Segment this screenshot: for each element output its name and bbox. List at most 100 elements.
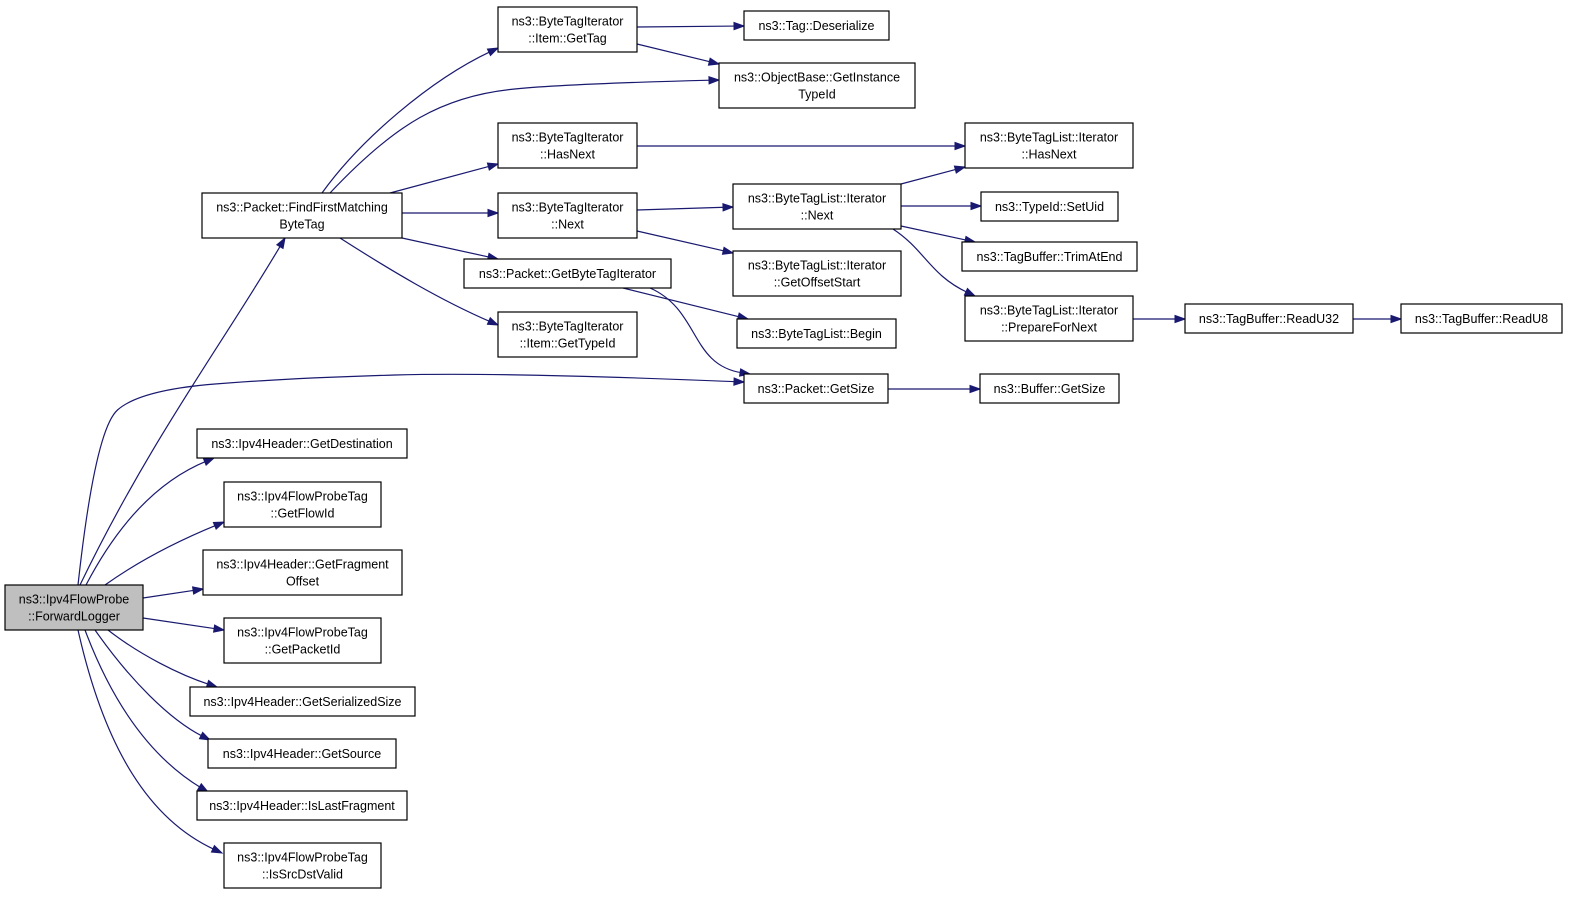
edge-root-to-pktGetSize xyxy=(77,373,746,586)
edge-line xyxy=(636,206,726,211)
node-box xyxy=(961,241,1138,272)
node-label-line: ns3::Ipv4FlowProbe xyxy=(19,593,130,607)
arrowhead-icon xyxy=(969,384,982,394)
node-root[interactable]: ns3::Ipv4FlowProbe::ForwardLogger xyxy=(4,584,144,631)
edge-line xyxy=(94,629,204,737)
node-box xyxy=(964,295,1134,342)
edge-findFirst-to-getBTI xyxy=(401,237,500,261)
node-label-line: ns3::ByteTagList::Iterator xyxy=(748,259,886,273)
edge-root-to-getPacketId xyxy=(142,617,226,633)
arrowhead-icon xyxy=(486,162,500,171)
node-trimAtEnd[interactable]: ns3::TagBuffer::TrimAtEnd xyxy=(961,241,1138,272)
edge-line xyxy=(892,228,969,294)
node-box xyxy=(964,122,1134,169)
edge-btlNext-to-setUid xyxy=(901,201,983,211)
edge-root-to-getFragOff xyxy=(142,586,205,599)
node-label-line: ::Next xyxy=(551,218,584,232)
node-label-line: ns3::Buffer::GetSize xyxy=(994,382,1106,396)
node-label-line: ns3::Ipv4FlowProbeTag xyxy=(237,626,368,640)
node-box xyxy=(196,428,408,459)
arrowhead-icon xyxy=(970,201,983,211)
node-getDest[interactable]: ns3::Ipv4Header::GetDestination xyxy=(196,428,408,459)
node-getSerSize[interactable]: ns3::Ipv4Header::GetSerializedSize xyxy=(189,686,416,717)
node-btiHasNext[interactable]: ns3::ByteTagIterator::HasNext xyxy=(497,122,638,169)
node-label-line: ns3::ByteTagIterator xyxy=(512,320,624,334)
node-label-line: ns3::Packet::FindFirstMatching xyxy=(216,201,388,215)
node-label-line: ns3::TagBuffer::TrimAtEnd xyxy=(977,250,1123,264)
node-btlHasNext[interactable]: ns3::ByteTagList::Iterator::HasNext xyxy=(964,122,1134,169)
edge-getBTI-to-btlBegin xyxy=(622,287,750,321)
node-readU8[interactable]: ns3::TagBuffer::ReadU8 xyxy=(1400,303,1563,334)
edge-line xyxy=(389,165,491,194)
call-graph-edges xyxy=(77,21,1403,854)
node-box xyxy=(718,62,916,109)
arrowhead-icon xyxy=(212,624,226,633)
edge-line xyxy=(142,589,196,599)
node-getFlowId[interactable]: ns3::Ipv4FlowProbeTag::GetFlowId xyxy=(223,481,382,528)
edge-findFirst-to-objBase xyxy=(329,75,721,194)
node-getBTI[interactable]: ns3::Packet::GetByteTagIterator xyxy=(463,258,672,289)
node-label-line: ns3::ByteTagList::Begin xyxy=(751,327,882,341)
node-getOffsetStart[interactable]: ns3::ByteTagList::Iterator::GetOffsetSta… xyxy=(732,250,902,297)
node-label-line: TypeId xyxy=(798,88,836,102)
node-box xyxy=(979,373,1120,404)
node-getSource[interactable]: ns3::Ipv4Header::GetSource xyxy=(207,738,397,769)
edge-line xyxy=(636,43,712,63)
node-label-line: ::ForwardLogger xyxy=(28,610,120,624)
node-tagDeser[interactable]: ns3::Tag::Deserialize xyxy=(743,10,890,41)
edge-root-to-getDest xyxy=(85,457,216,586)
node-label-line: ns3::Ipv4Header::IsLastFragment xyxy=(209,799,395,813)
node-itemGetTag[interactable]: ns3::ByteTagIterator::Item::GetTag xyxy=(497,6,638,53)
arrowhead-icon xyxy=(191,586,205,595)
edge-line xyxy=(900,225,968,241)
node-box xyxy=(223,617,382,664)
node-label-line: ns3::TagBuffer::ReadU8 xyxy=(1415,312,1548,326)
edge-line xyxy=(622,287,741,318)
node-box xyxy=(736,318,897,349)
node-pktGetSize[interactable]: ns3::Packet::GetSize xyxy=(743,373,889,404)
node-box xyxy=(223,842,382,889)
node-isLastFrag[interactable]: ns3::Ipv4Header::IsLastFragment xyxy=(196,790,408,821)
arrowhead-icon xyxy=(210,844,224,854)
node-box xyxy=(196,790,408,821)
node-btiNext[interactable]: ns3::ByteTagIterator::Next xyxy=(497,192,638,239)
node-isSrcDstValid[interactable]: ns3::Ipv4FlowProbeTag::IsSrcDstValid xyxy=(223,842,382,889)
edge-line xyxy=(339,237,491,323)
edge-getBTI-to-pktGetSize xyxy=(649,287,752,377)
node-label-line: ::GetFlowId xyxy=(271,507,335,521)
edge-btiHasNext-to-btlHasNext xyxy=(637,141,967,151)
node-label-line: ns3::ByteTagIterator xyxy=(512,15,624,29)
edge-root-to-findFirst xyxy=(79,236,286,586)
node-label-line: ::HasNext xyxy=(540,148,595,162)
node-box xyxy=(463,258,672,289)
node-label-line: ByteTag xyxy=(279,218,324,232)
edge-line xyxy=(900,168,958,185)
edge-findFirst-to-btiHasNext xyxy=(389,162,500,194)
node-prepareForNext[interactable]: ns3::ByteTagList::Iterator::PrepareForNe… xyxy=(964,295,1134,342)
edge-btiNext-to-getOffsetStart xyxy=(636,230,735,255)
node-bufGetSize[interactable]: ns3::Buffer::GetSize xyxy=(979,373,1120,404)
node-btlNext[interactable]: ns3::ByteTagList::Iterator::Next xyxy=(732,183,902,230)
node-label-line: ns3::ObjectBase::GetInstance xyxy=(734,71,900,85)
node-label-line: ::PrepareForNext xyxy=(1001,321,1097,335)
node-label-line: ::Item::GetTypeId xyxy=(520,337,616,351)
node-label-line: ns3::ByteTagList::Iterator xyxy=(748,192,886,206)
node-label-line: ns3::Tag::Deserialize xyxy=(758,19,874,33)
node-label-line: ns3::Ipv4FlowProbeTag xyxy=(237,490,368,504)
node-setUid[interactable]: ns3::TypeId::SetUid xyxy=(980,191,1119,222)
edge-line xyxy=(77,629,215,851)
node-box xyxy=(4,584,144,631)
node-btlBegin[interactable]: ns3::ByteTagList::Begin xyxy=(736,318,897,349)
edge-prepareForNext-to-readU32 xyxy=(1133,314,1187,324)
node-getPacketId[interactable]: ns3::Ipv4FlowProbeTag::GetPacketId xyxy=(223,617,382,664)
node-label-line: ns3::ByteTagList::Iterator xyxy=(980,131,1118,145)
arrowhead-icon xyxy=(707,57,721,66)
node-itemGetTypeId[interactable]: ns3::ByteTagIterator::Item::GetTypeId xyxy=(497,311,638,358)
node-label-line: ns3::ByteTagList::Iterator xyxy=(980,304,1118,318)
node-label-line: ns3::Packet::GetByteTagIterator xyxy=(479,267,656,281)
arrowhead-icon xyxy=(486,47,500,57)
node-readU32[interactable]: ns3::TagBuffer::ReadU32 xyxy=(1184,303,1354,334)
